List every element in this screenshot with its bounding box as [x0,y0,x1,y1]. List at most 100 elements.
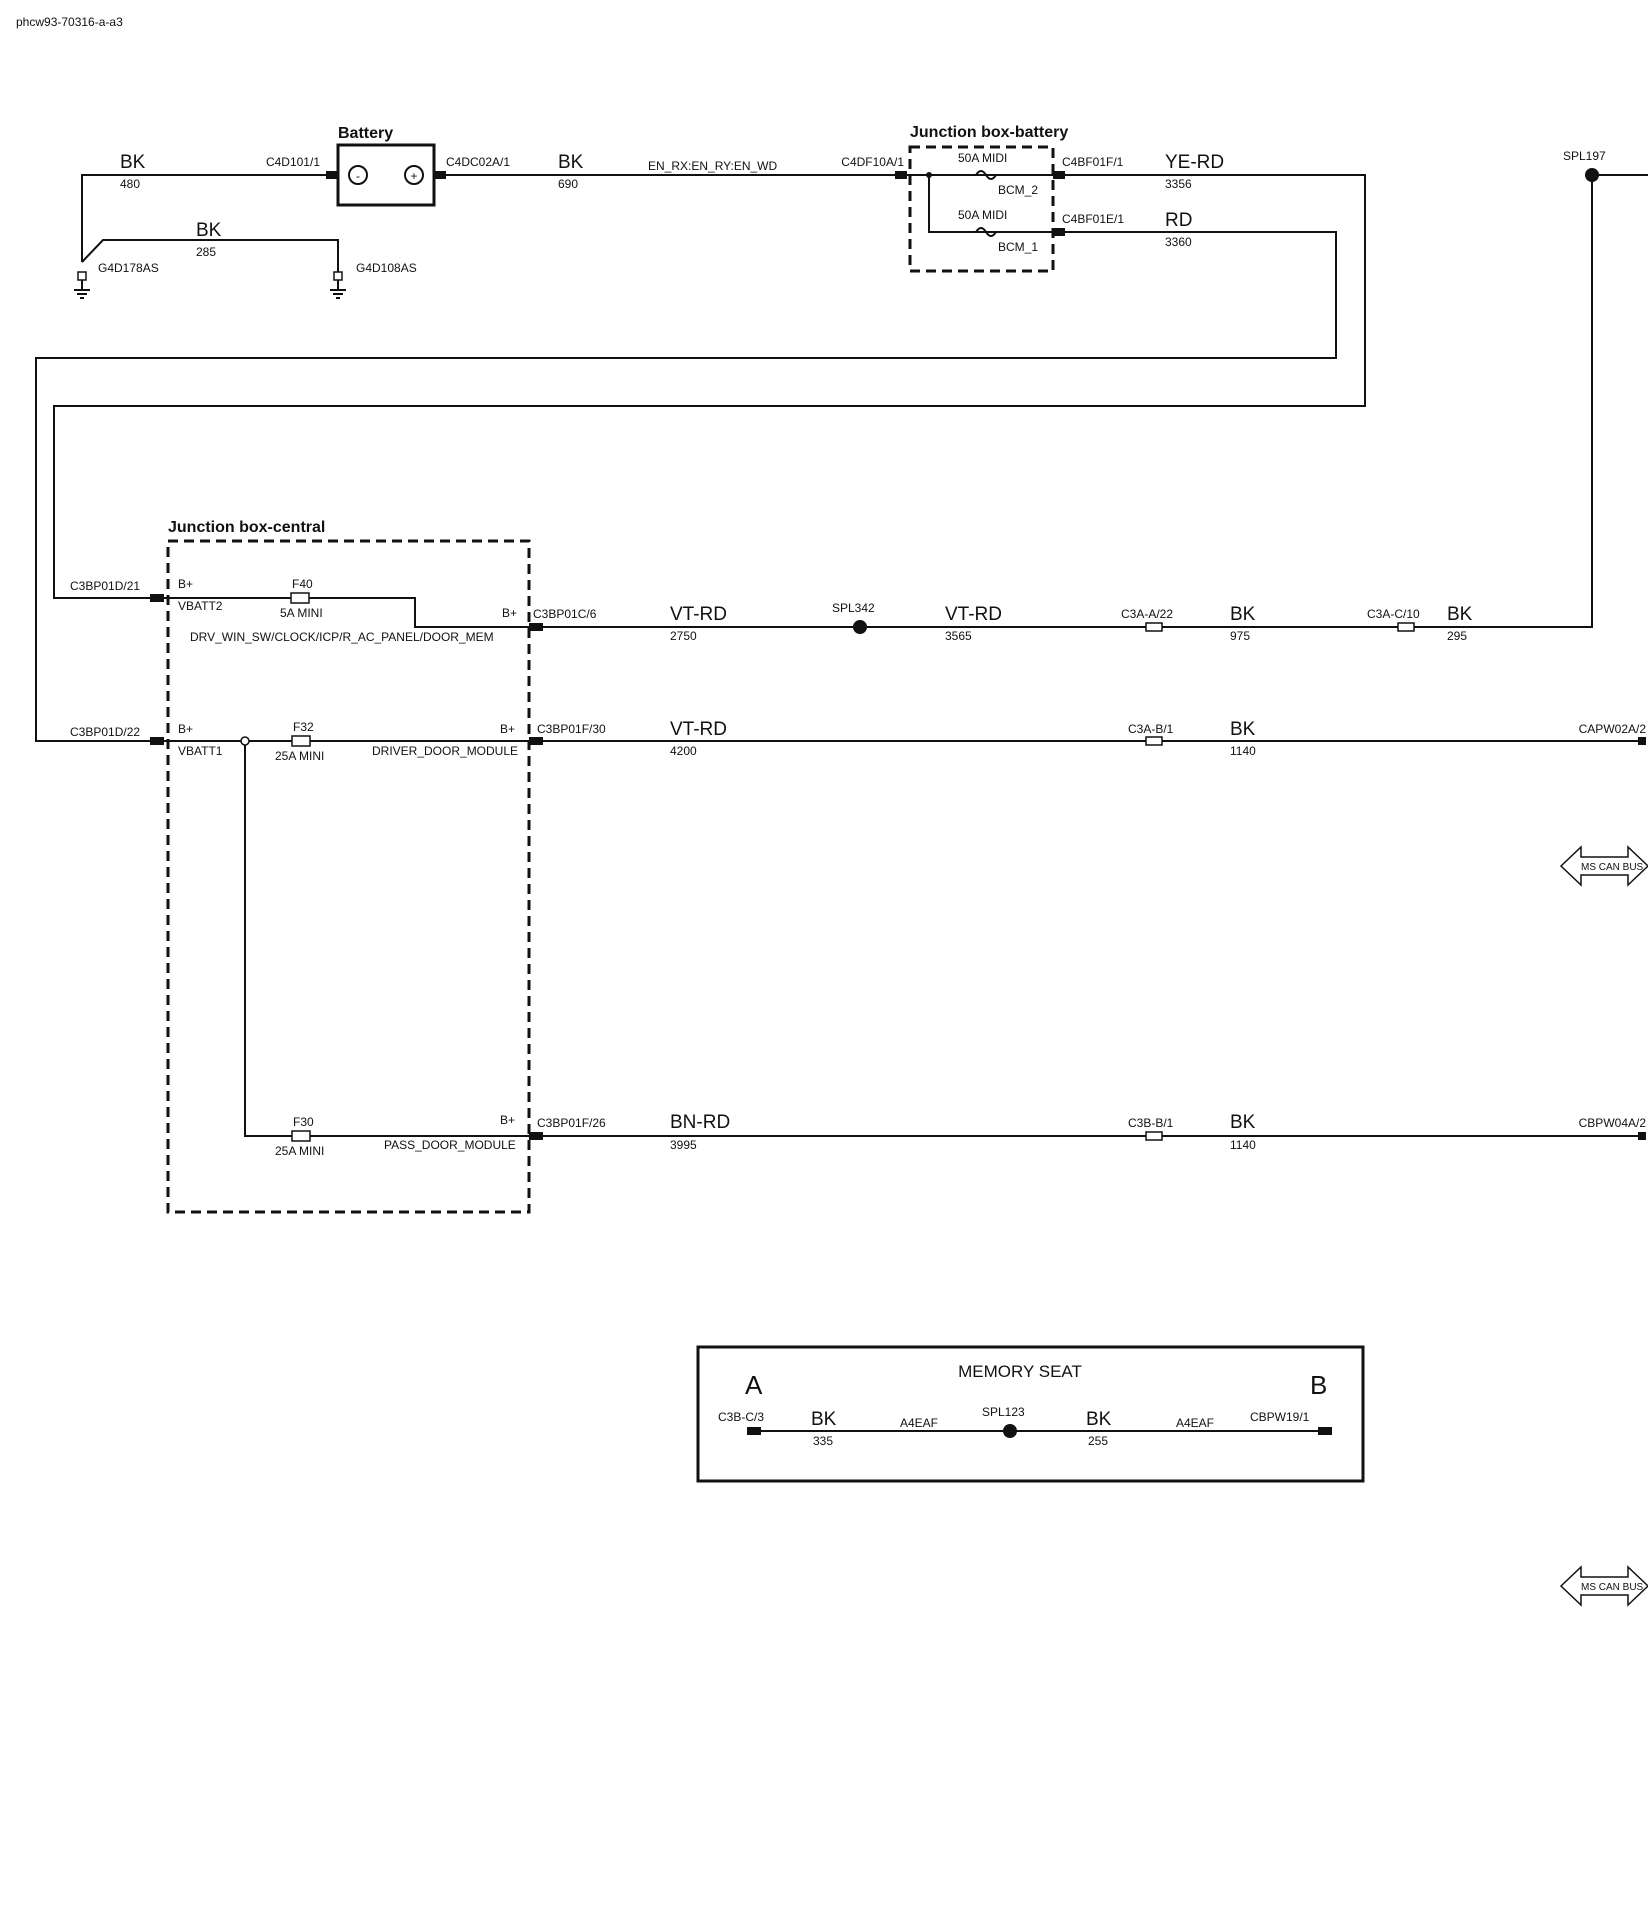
capw02a-2-label: CAPW02A/2 [1579,722,1647,736]
row2-circuit: C3BP01F/30 VT-RD 4200 C3A-B/1 BK 1140 CA… [529,719,1646,758]
memory-seat-box: MEMORY SEAT A B C3B-C/3 BK 335 A4EAF SPL… [696,1345,1365,1483]
jb-central-circuit1-wire [164,597,529,628]
row1-connector: C3BP01C/6 [533,607,597,621]
row2-connector: C3BP01F/30 [537,722,606,736]
ground-symbol-left [74,271,90,299]
document-id: phcw93-70316-a-a3 [16,15,123,29]
battery-left-connector: C4D101/1 [266,155,320,169]
memory-seat-label-b: B [1310,1370,1327,1400]
wire-3360 [35,231,1337,742]
jb-battery-outline [908,145,1055,273]
fuse-bcm1-rating: 50A MIDI [958,208,1007,222]
ground-wire-color: BK [120,152,146,173]
svg-text:3565: 3565 [945,629,972,643]
fuse-bcm2-rating: 50A MIDI [958,151,1007,165]
battery-section: BK 480 BK 285 G4D178AS G4D108AS Battery … [74,125,905,299]
ground-wire-480 [81,174,326,262]
battery-feed-color: BK [558,152,584,173]
c3a-b-1-connector [1145,736,1163,746]
jb-battery-input-pin [895,171,907,179]
svg-text:3995: 3995 [670,1138,697,1152]
wire-3356-color: YE-RD [1165,152,1224,173]
junction-box-central: Junction box-central C3BP01D/21 B+ VBATT… [70,519,531,1214]
row1-circuit: C3BP01C/6 VT-RD 2750 SPL342 VT-RD 3565 C… [529,601,1592,643]
jb-battery-out2-connector: C4BF01E/1 [1062,212,1124,226]
fuse-f40 [290,592,310,604]
ground-link-number: 285 [196,245,216,259]
battery-symbol [336,143,436,207]
c3a-c-10-connector [1397,622,1415,632]
svg-text:1140: 1140 [1230,1138,1256,1152]
jb-central-circuit3-wire [244,741,529,1137]
wire-3356-number: 3356 [1165,177,1192,191]
battery-feed-signal: EN_RX:EN_RY:EN_WD [648,159,777,173]
jb-battery-out2-pin [1053,228,1065,236]
svg-text:4200: 4200 [670,744,697,758]
row3-connector: C3BP01F/26 [537,1116,606,1130]
svg-text:C3B-B/1: C3B-B/1 [1128,1116,1174,1130]
svg-text:+: + [410,169,417,183]
battery-positive-terminal [404,165,424,185]
svg-text:F40: F40 [292,577,313,591]
memory-seat-left-connector: C3B-C/3 [718,1410,764,1424]
fuse-bcm2 [975,170,997,180]
c3a-a-22-connector [1145,622,1163,632]
spl342-label: SPL342 [832,601,875,615]
wire-3360-number: 3360 [1165,235,1192,249]
svg-text:1140: 1140 [1230,744,1256,758]
jb-central-in1-pin [150,594,164,602]
fuse-f30 [291,1130,311,1142]
svg-text:B+: B+ [500,1113,515,1127]
svg-text:5A MINI: 5A MINI [280,606,323,620]
ms-can-bus-arrow-2: MS CAN BUS [1559,1565,1648,1607]
battery-right-connector: C4DC02A/1 [446,155,510,169]
svg-text:B+: B+ [178,577,193,591]
fuse-bcm1 [975,227,997,237]
memory-seat-title: MEMORY SEAT [958,1362,1082,1381]
battery-negative-terminal [348,165,368,185]
jb-central-in2-pin [150,737,164,745]
memory-seat-right-connector: CBPW19/1 [1250,1410,1310,1424]
svg-text:C3A-A/22: C3A-A/22 [1121,607,1173,621]
svg-text:BK: BK [1230,1112,1256,1133]
spl123-splice [1003,1424,1017,1438]
battery-feed-number: 690 [558,177,578,191]
spl123-label: SPL123 [982,1405,1025,1419]
jb-battery-input-connector: C4DF10A/1 [841,155,904,169]
battery-right-pin [434,171,446,179]
row3-circuit: C3BP01F/26 BN-RD 3995 C3B-B/1 BK 1140 CB… [529,1112,1646,1152]
svg-text:2750: 2750 [670,629,697,643]
svg-text:VT-RD: VT-RD [670,719,727,740]
fuse-f32 [291,735,311,747]
svg-text:B+: B+ [178,722,193,736]
svg-text:A4EAF: A4EAF [1176,1416,1214,1430]
ground-wire-number: 480 [120,177,140,191]
jb-central-outline [166,539,531,1214]
svg-text:VT-RD: VT-RD [945,604,1002,625]
jb-battery-title: Junction box-battery [910,124,1068,141]
svg-text:BK: BK [1230,604,1256,625]
circuit3-label: PASS_DOOR_MODULE [384,1138,516,1152]
vbatt2-label: VBATT2 [178,599,223,613]
wire-3356 [53,174,1366,599]
svg-text:MS CAN BUS: MS CAN BUS [1581,862,1644,873]
fuse-bcm2-name: BCM_2 [998,183,1038,197]
ground-link-color: BK [196,220,222,241]
spl342-splice [853,620,867,634]
svg-text:B+: B+ [500,722,515,736]
ground-left-label: G4D178AS [98,261,159,275]
svg-text:BN-RD: BN-RD [670,1112,730,1133]
circuit1-label: DRV_WIN_SW/CLOCK/ICP/R_AC_PANEL/DOOR_MEM [190,630,494,644]
svg-text:255: 255 [1088,1434,1108,1448]
jb-central-in2-connector: C3BP01D/22 [70,725,140,739]
wire-3360-color: RD [1165,210,1192,231]
ground-wire-285 [81,239,339,272]
svg-text:975: 975 [1230,629,1250,643]
svg-text:BK: BK [1086,1409,1112,1430]
battery-title: Battery [338,125,393,142]
fuse-bcm1-name: BCM_1 [998,240,1038,254]
svg-text:BK: BK [811,1409,837,1430]
cbpw04a-2-label: CBPW04A/2 [1579,1116,1647,1130]
svg-text:A4EAF: A4EAF [900,1416,938,1430]
